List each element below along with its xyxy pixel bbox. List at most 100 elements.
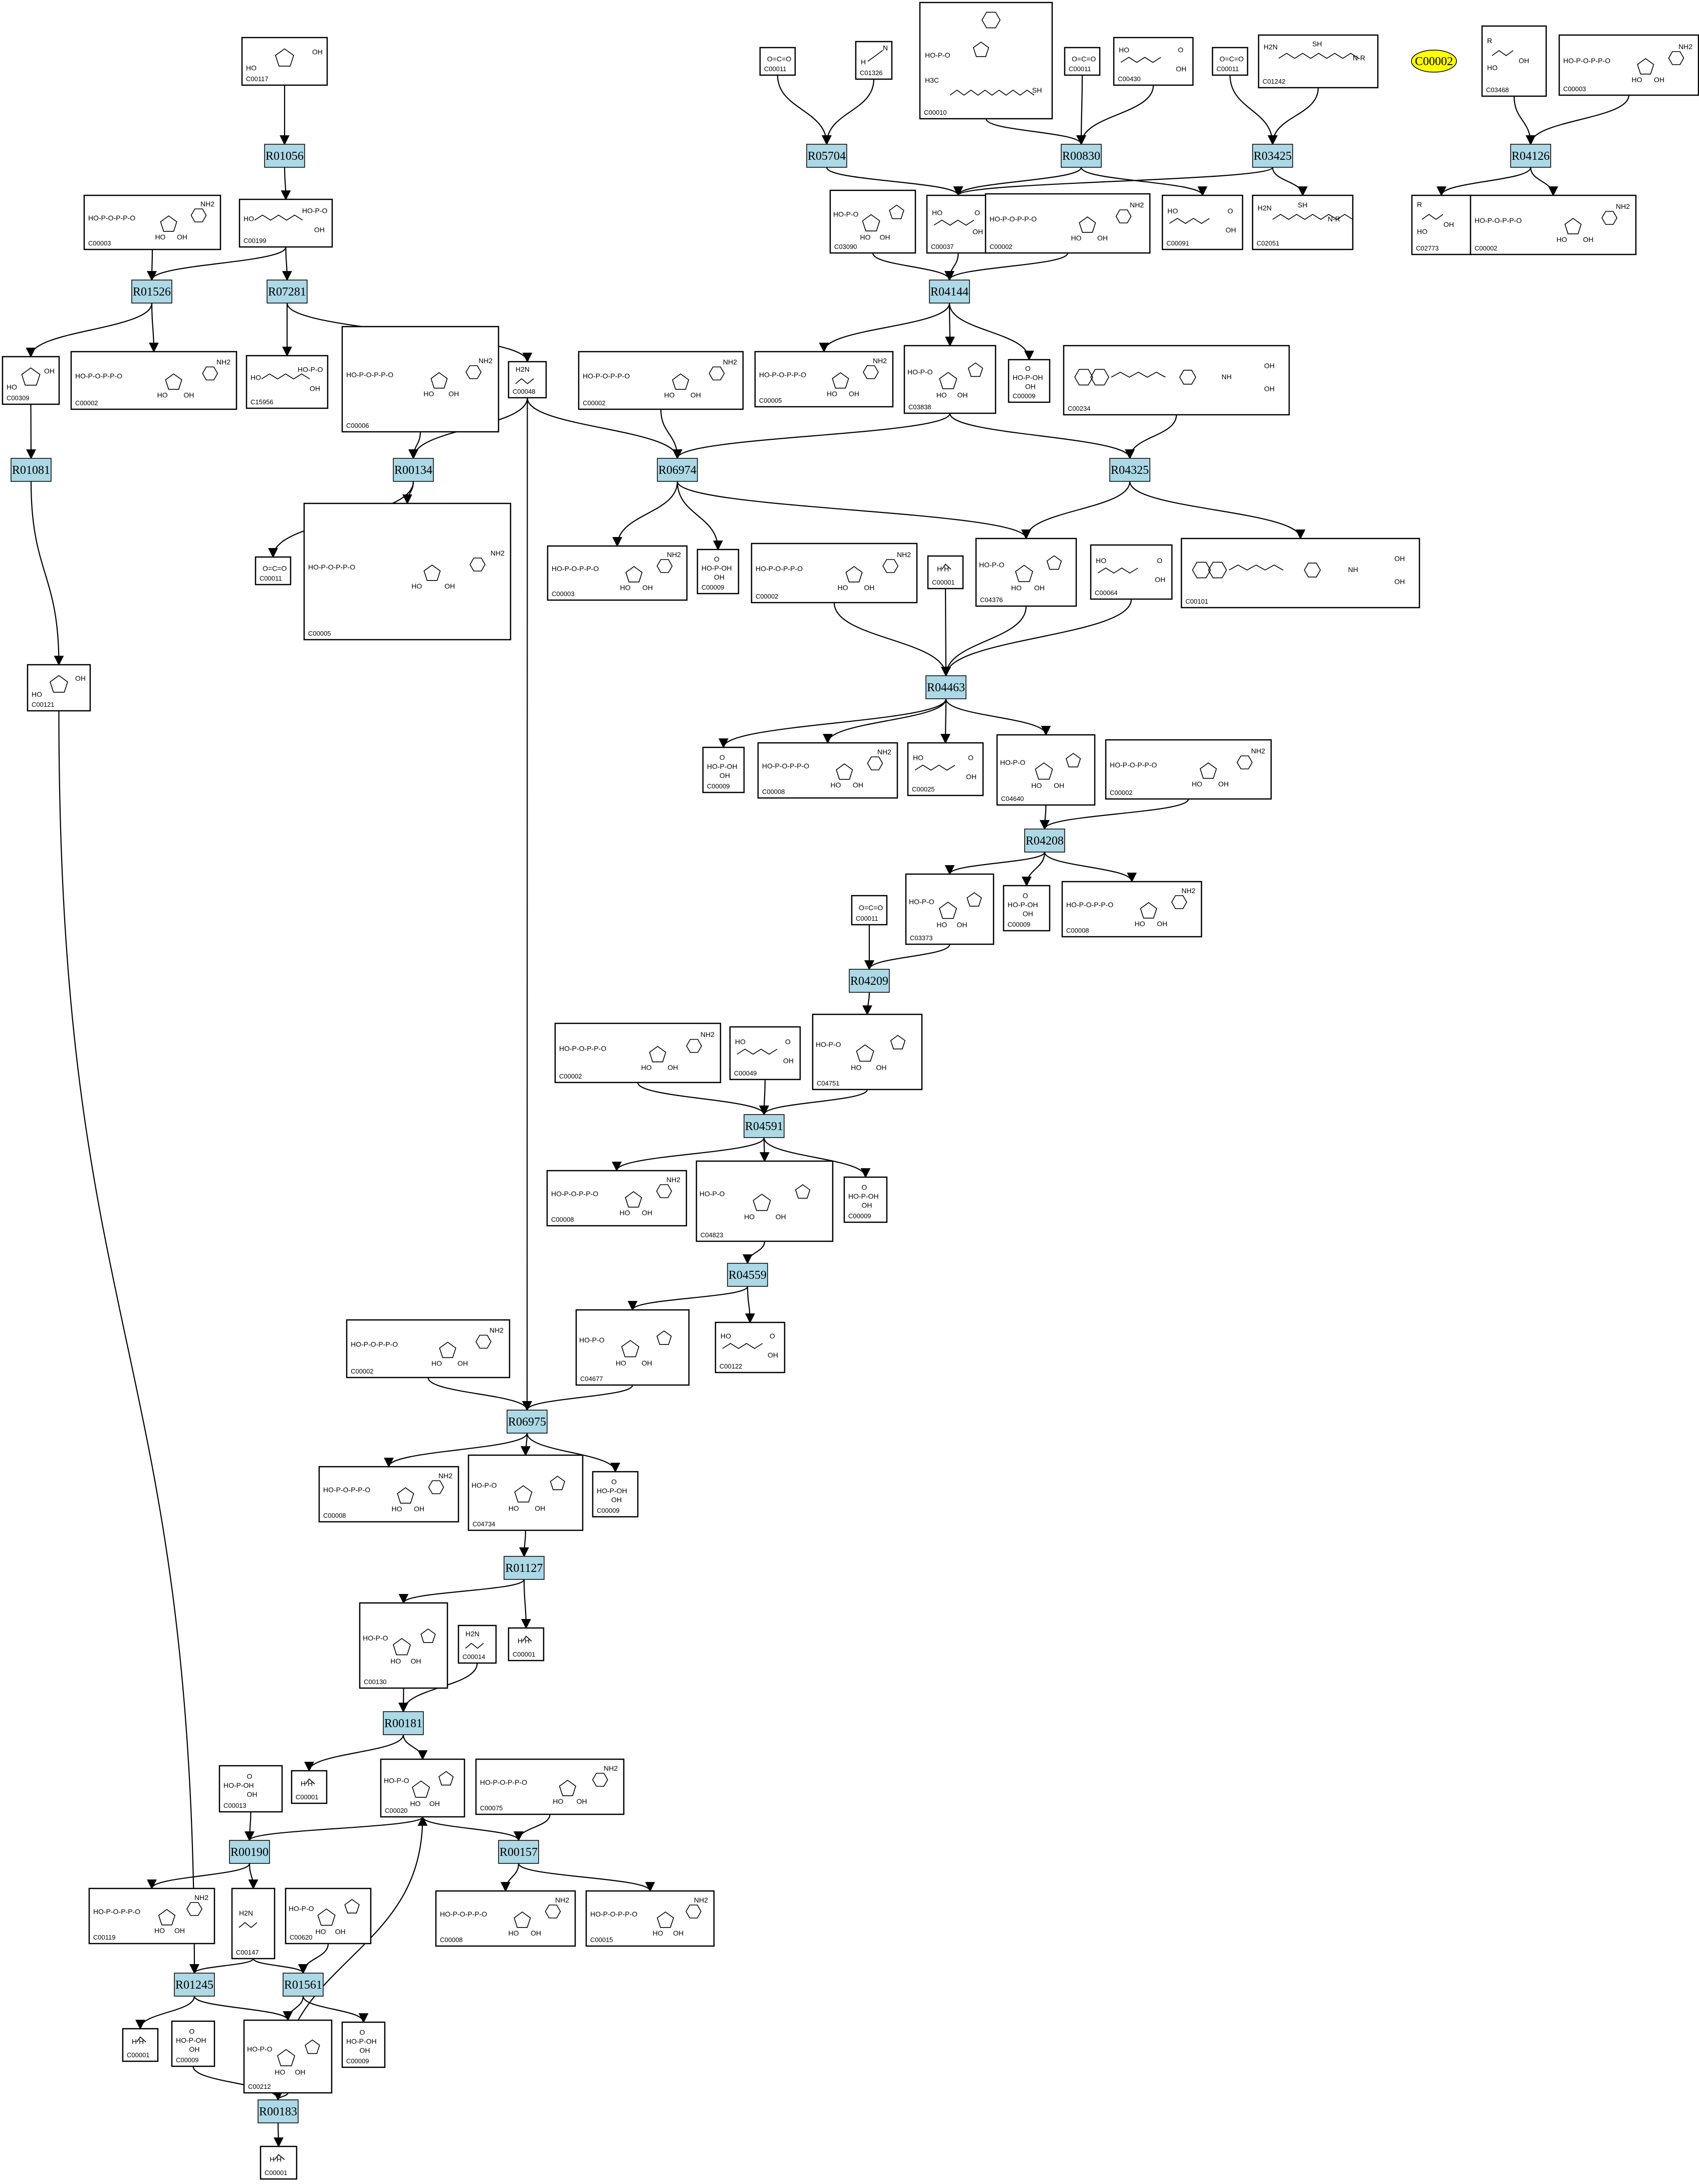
compound-box[interactable] bbox=[243, 2019, 333, 2094]
compound-box[interactable] bbox=[829, 189, 916, 254]
compound-box[interactable] bbox=[1211, 47, 1249, 76]
compound-box[interactable] bbox=[380, 1758, 465, 1818]
compound-box[interactable] bbox=[246, 355, 329, 409]
compound-box[interactable] bbox=[1470, 194, 1637, 255]
compound-box[interactable] bbox=[359, 1602, 448, 1689]
compound-box[interactable] bbox=[1061, 881, 1202, 938]
reaction-box[interactable] bbox=[929, 280, 970, 304]
reaction-r04208[interactable]: R04208 bbox=[1024, 829, 1065, 853]
compound-box[interactable] bbox=[751, 542, 918, 604]
reaction-box[interactable] bbox=[727, 1263, 768, 1287]
compound-box[interactable] bbox=[695, 1160, 834, 1242]
reaction-r01245[interactable]: R01245 bbox=[174, 1973, 215, 1997]
reaction-box[interactable] bbox=[131, 280, 172, 304]
reaction-box[interactable] bbox=[1061, 144, 1102, 168]
reaction-r00183[interactable]: R00183 bbox=[258, 2099, 299, 2123]
reaction-r00190[interactable]: R00190 bbox=[229, 1840, 270, 1864]
compound-box[interactable] bbox=[1063, 345, 1290, 416]
compound-box[interactable] bbox=[975, 537, 1077, 607]
compound-box[interactable] bbox=[843, 1176, 888, 1223]
compound-box[interactable] bbox=[467, 1454, 584, 1531]
compound-box[interactable] bbox=[508, 1627, 545, 1662]
compound-box[interactable] bbox=[1003, 885, 1051, 932]
compound-box[interactable] bbox=[341, 2021, 386, 2068]
reaction-box[interactable] bbox=[744, 1114, 785, 1138]
reaction-box[interactable] bbox=[925, 675, 966, 699]
highlight-node[interactable]: C00002 bbox=[1411, 50, 1457, 73]
reaction-box[interactable] bbox=[174, 1973, 215, 1997]
compound-box[interactable] bbox=[303, 502, 512, 641]
compound-box[interactable] bbox=[759, 47, 796, 76]
reaction-box[interactable] bbox=[1109, 458, 1150, 482]
compound-box[interactable] bbox=[70, 351, 237, 410]
reaction-r01127[interactable]: R01127 bbox=[504, 1556, 545, 1580]
reaction-box[interactable] bbox=[849, 969, 890, 993]
compound-box[interactable] bbox=[291, 1770, 328, 1804]
compound-box[interactable] bbox=[1105, 739, 1272, 800]
compound-box[interactable] bbox=[585, 1890, 715, 1947]
reaction-r07281[interactable]: R07281 bbox=[267, 280, 308, 304]
reaction-r04463[interactable]: R04463 bbox=[925, 675, 966, 699]
reaction-box[interactable] bbox=[264, 144, 305, 168]
compound-box[interactable] bbox=[83, 194, 221, 250]
compound-box[interactable] bbox=[851, 895, 888, 926]
compound-box[interactable] bbox=[231, 1887, 276, 1960]
compound-box[interactable] bbox=[1008, 359, 1051, 403]
reaction-box[interactable] bbox=[393, 458, 434, 482]
compound-box[interactable] bbox=[2, 356, 60, 405]
compound-box[interactable] bbox=[1481, 25, 1547, 97]
compound-box[interactable] bbox=[475, 1758, 625, 1815]
reaction-box[interactable] bbox=[11, 458, 52, 482]
reaction-r05704[interactable]: R05704 bbox=[806, 144, 847, 168]
reaction-box[interactable] bbox=[383, 1711, 424, 1735]
compound-box[interactable] bbox=[27, 664, 91, 712]
reaction-box[interactable] bbox=[657, 458, 698, 482]
compound-box[interactable] bbox=[341, 326, 500, 433]
compound-box[interactable] bbox=[714, 1321, 786, 1374]
reaction-r04559[interactable]: R04559 bbox=[727, 1263, 768, 1287]
compound-box[interactable] bbox=[985, 193, 1151, 254]
compound-box[interactable] bbox=[238, 198, 333, 248]
compound-box[interactable] bbox=[1180, 537, 1420, 609]
compound-box[interactable] bbox=[171, 2020, 215, 2067]
reaction-r06975[interactable]: R06975 bbox=[507, 1410, 548, 1434]
compound-box[interactable] bbox=[996, 734, 1096, 806]
compound-box[interactable] bbox=[122, 2028, 159, 2062]
